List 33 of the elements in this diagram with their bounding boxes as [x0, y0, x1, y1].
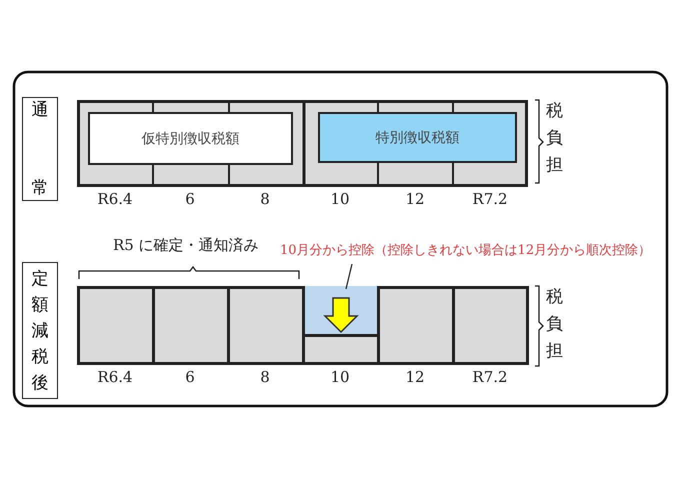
month-label: 8 — [259, 368, 271, 386]
deduction-note: 10月分から控除（控除しきれない場合は12月分から順次控除） — [280, 242, 652, 259]
tax-burden-label: 税負担 — [546, 286, 563, 364]
tax-burden-label: 税負担 — [546, 100, 563, 178]
box-label: 特別徴収税額 — [376, 128, 460, 146]
row-label: 定額減税後 — [32, 268, 48, 394]
month-cell — [227, 286, 305, 365]
box-label: 仮特別徴収税額 — [142, 130, 240, 148]
month-cell — [152, 286, 230, 365]
bracket-label: R5 に確定・通知済み — [113, 236, 259, 255]
month-label: R6.4 — [96, 368, 134, 386]
month-label: R7.2 — [471, 368, 509, 386]
provisional-tax-box — [88, 112, 293, 165]
month-cell — [377, 286, 455, 365]
leader-line — [345, 264, 353, 290]
tax-bar — [77, 100, 528, 187]
month-label: 10 — [329, 368, 351, 386]
month-label: R6.4 — [96, 190, 134, 208]
month-label: 6 — [184, 190, 196, 208]
month-label: R7.2 — [471, 190, 509, 208]
row-label-box — [22, 262, 58, 399]
month-label: 12 — [404, 190, 426, 208]
month-cell — [77, 286, 155, 365]
month-cell — [452, 286, 529, 365]
deduction-area — [305, 286, 377, 337]
row-label-box — [22, 97, 58, 201]
special-tax-box — [318, 112, 517, 163]
month-cell — [302, 286, 380, 365]
month-label: 6 — [184, 368, 196, 386]
month-label: 8 — [259, 190, 271, 208]
month-label: 10 — [329, 190, 351, 208]
month-label: 12 — [404, 368, 426, 386]
row-label: 通常 — [32, 99, 48, 200]
